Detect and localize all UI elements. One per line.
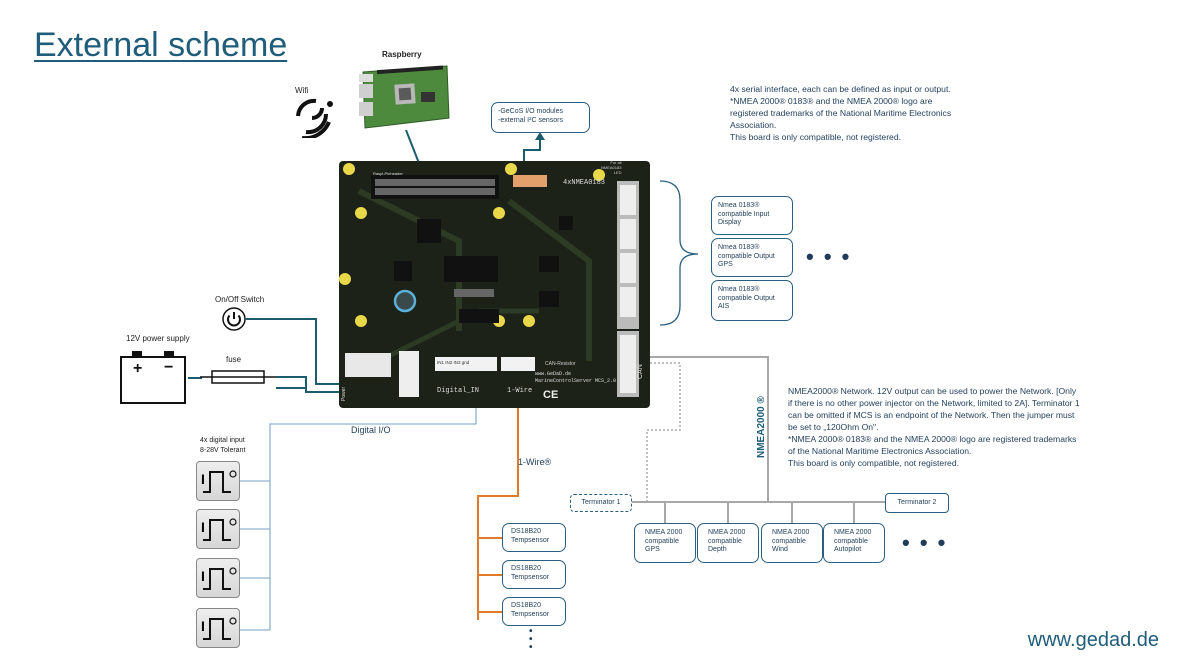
- wifi-icon: [296, 98, 333, 138]
- website-link[interactable]: www.gedad.de: [1027, 629, 1159, 651]
- input-glyph: I: [201, 618, 205, 634]
- ds18b20-sensor: DS18B20 Tempsensor: [502, 523, 566, 552]
- digital-input-sensor: I: [196, 461, 240, 501]
- raspberry-pi-board: [359, 65, 450, 129]
- pcb-can-label: CAN: [637, 364, 644, 379]
- pulse-icon: [203, 470, 237, 493]
- n2k-drop: [650, 356, 769, 502]
- battery-terminal-minus: [164, 351, 174, 356]
- nmea0183-device-gps: Nmea 0183® compatible Output GPS: [711, 238, 793, 277]
- serial-brace: [659, 180, 699, 326]
- nmea0183-device-ais: Nmea 0183® compatible Output AIS: [711, 280, 793, 321]
- pulse-icon: [203, 518, 237, 541]
- pulse-icon: [203, 567, 237, 590]
- digital-input-sensor: I: [196, 558, 240, 598]
- power-switch-icon: [222, 307, 246, 331]
- nmea2000-device-depth: NMEA 2000 compatible Depth: [697, 523, 759, 563]
- nmea2000-note: NMEA2000® Network. 12V output can be use…: [788, 386, 1080, 468]
- onoff-switch-label: On/Off Switch: [215, 295, 265, 304]
- ds18b20-sensor: DS18B20 Tempsensor: [502, 597, 566, 626]
- ce-mark: CE: [543, 389, 559, 401]
- n2k-dashed: [646, 362, 681, 502]
- marine-control-server-board: Raspi-Pinheader 4xNMEA0183 For all NMEA0…: [339, 161, 650, 408]
- ds18b20-sensor: DS18B20 Tempsensor: [502, 560, 566, 589]
- power-supply-label: 12V power supply: [126, 334, 190, 343]
- digital-input-sensor: I: [196, 509, 240, 549]
- fuse-label: fuse: [226, 355, 242, 364]
- battery-icon: + −: [120, 351, 186, 404]
- digital-input-sensor: I: [196, 608, 240, 648]
- pulse-icon: [203, 617, 237, 640]
- nmea2000-bus-label: NMEA2000 ®: [756, 396, 767, 458]
- pcb-power-label: Power: [341, 386, 347, 401]
- nmea2000-device-gps: NMEA 2000 compatible GPS: [634, 523, 696, 563]
- pcb-nmea-label: 4xNMEA0183: [563, 179, 606, 187]
- battery-plus: +: [133, 360, 143, 377]
- wifi-label: Wifi: [295, 86, 309, 95]
- input-glyph: I: [201, 519, 205, 535]
- more-onewire-sensors: • • •: [529, 626, 533, 653]
- battery-minus: −: [164, 359, 174, 376]
- more-nmea2000-devices: • • •: [902, 530, 948, 555]
- pcb-digital-label: Digital_IN: [437, 387, 480, 395]
- nmea2000-device-autopilot: NMEA 2000 compatible Autopilot: [823, 523, 885, 563]
- page-title: External scheme: [34, 26, 288, 64]
- digital-io-bus-label: Digital I/O: [351, 425, 391, 435]
- nmea0183-device-display: Nmea 0183® compatible Input Display: [711, 196, 793, 235]
- gecos-modules-box: -GeCoS I/O modules -external I²C sensors: [491, 102, 590, 133]
- input-glyph: I: [201, 471, 205, 487]
- pcb-can-resistor: CAN-Resistor: [545, 361, 576, 367]
- nmea2000-device-wind: NMEA 2000 compatible Wind: [761, 523, 823, 563]
- onewire-bus: [477, 382, 519, 620]
- fuse-icon: [200, 370, 276, 384]
- more-serial-devices: • • •: [806, 244, 852, 269]
- serial-interface-note: 4x serial interface, each can be defined…: [730, 84, 952, 142]
- pcb-header-label: Raspi-Pinheader: [373, 171, 403, 176]
- pcb-onewire-label: 1-Wire: [507, 387, 533, 395]
- input-glyph: I: [201, 568, 205, 584]
- digital-input-label: 4x digital input 8-28V Tolerant: [200, 437, 246, 454]
- battery-terminal-plus: [132, 351, 142, 356]
- onewire-bus-label: 1-Wire®: [518, 457, 552, 467]
- digital-bus: [269, 383, 477, 630]
- gecos-arrow: [535, 132, 545, 140]
- pcb-brand-label: www.GeDaD.de MarineControlServer MCS_2.0: [535, 371, 617, 384]
- raspberry-label: Raspberry: [382, 50, 422, 59]
- pcb-led-label: For all NMEA0183 LED: [601, 161, 622, 175]
- power-line-b: [276, 376, 366, 393]
- terminator-1: Terminator 1: [570, 494, 632, 512]
- terminator-2: Terminator 2: [885, 493, 949, 513]
- pcb-digital-pins: IN1 IN2 IN3 gnd: [437, 360, 470, 365]
